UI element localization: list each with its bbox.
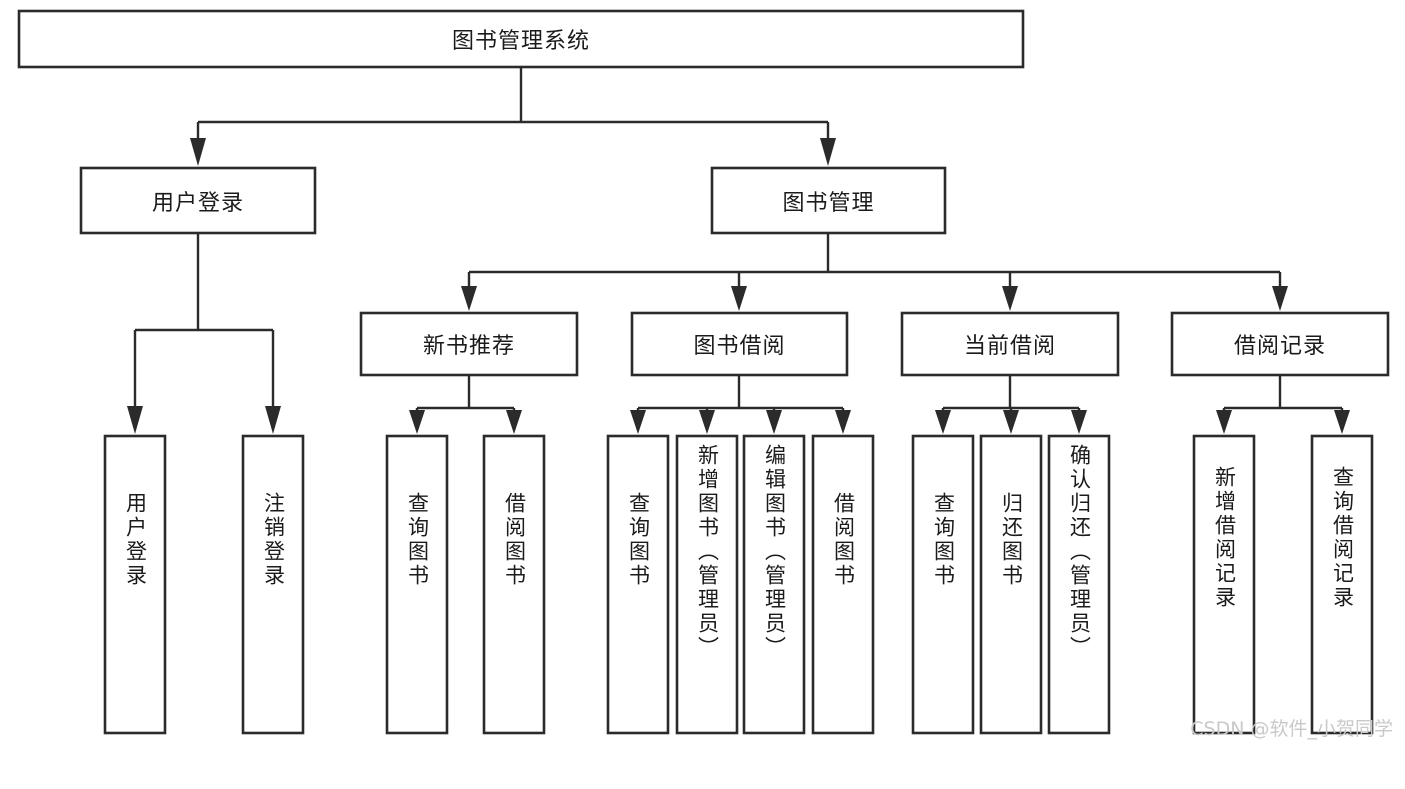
node-leaf-10[interactable] (1047, 434, 1111, 735)
arrowhead-icon (409, 410, 425, 434)
node-leaf-1[interactable] (241, 434, 305, 735)
connector-group-current-borrow (935, 375, 1087, 434)
node-level3-current-borrow[interactable] (900, 311, 1120, 377)
node-leaf-7[interactable] (811, 434, 875, 735)
node-leaf-8[interactable] (911, 434, 975, 735)
node-leaf-9[interactable] (979, 434, 1043, 735)
node-leaf-11[interactable] (1192, 434, 1256, 735)
connector-group-borrow-record (1216, 375, 1350, 434)
node-leaf-3[interactable] (482, 434, 546, 735)
node-leaf-0[interactable] (103, 434, 167, 735)
arrowhead-icon (127, 406, 143, 434)
node-level2-user-login[interactable] (79, 166, 317, 235)
node-leaf-5[interactable] (675, 434, 739, 735)
arrowhead-icon (190, 138, 206, 166)
connector-group-new-book (409, 375, 522, 434)
arrowhead-icon (461, 286, 477, 311)
arrowhead-icon (1002, 286, 1018, 311)
arrowhead-icon (731, 286, 747, 311)
arrowhead-icon (1272, 286, 1288, 311)
arrowhead-icon (766, 410, 782, 434)
connector-group-borrow (630, 375, 851, 434)
connector-group-book-mgmt (461, 233, 1288, 311)
arrowhead-icon (506, 410, 522, 434)
arrowhead-icon (1071, 410, 1087, 434)
arrowhead-icon (1334, 410, 1350, 434)
arrowhead-icon (1216, 410, 1232, 434)
connector-group-user-login (127, 233, 281, 434)
arrowhead-icon (935, 410, 951, 434)
arrowhead-icon (820, 138, 836, 166)
node-level3-borrow-record[interactable] (1170, 311, 1390, 377)
node-leaf-12[interactable] (1310, 434, 1374, 735)
arrowhead-icon (265, 406, 281, 434)
arrowhead-icon (630, 410, 646, 434)
arrowhead-icon (699, 410, 715, 434)
arrowhead-icon (835, 410, 851, 434)
node-root-book-management-system[interactable] (17, 9, 1025, 69)
arrowhead-icon (1003, 410, 1019, 434)
node-leaf-6[interactable] (742, 434, 806, 735)
node-level2-book-management[interactable] (710, 166, 947, 235)
tree-diagram-svg (17, 9, 1390, 735)
node-level3-book-borrow[interactable] (630, 311, 849, 377)
connector-group-root (190, 67, 836, 166)
node-leaf-4[interactable] (606, 434, 670, 735)
node-leaf-2[interactable] (385, 434, 449, 735)
diagram-canvas: 图书管理系统 用户登录 图书管理 新书推荐 图书借阅 当前借阅 借阅记录 用户登… (17, 9, 1393, 740)
node-level3-new-book-recommend[interactable] (359, 311, 579, 377)
